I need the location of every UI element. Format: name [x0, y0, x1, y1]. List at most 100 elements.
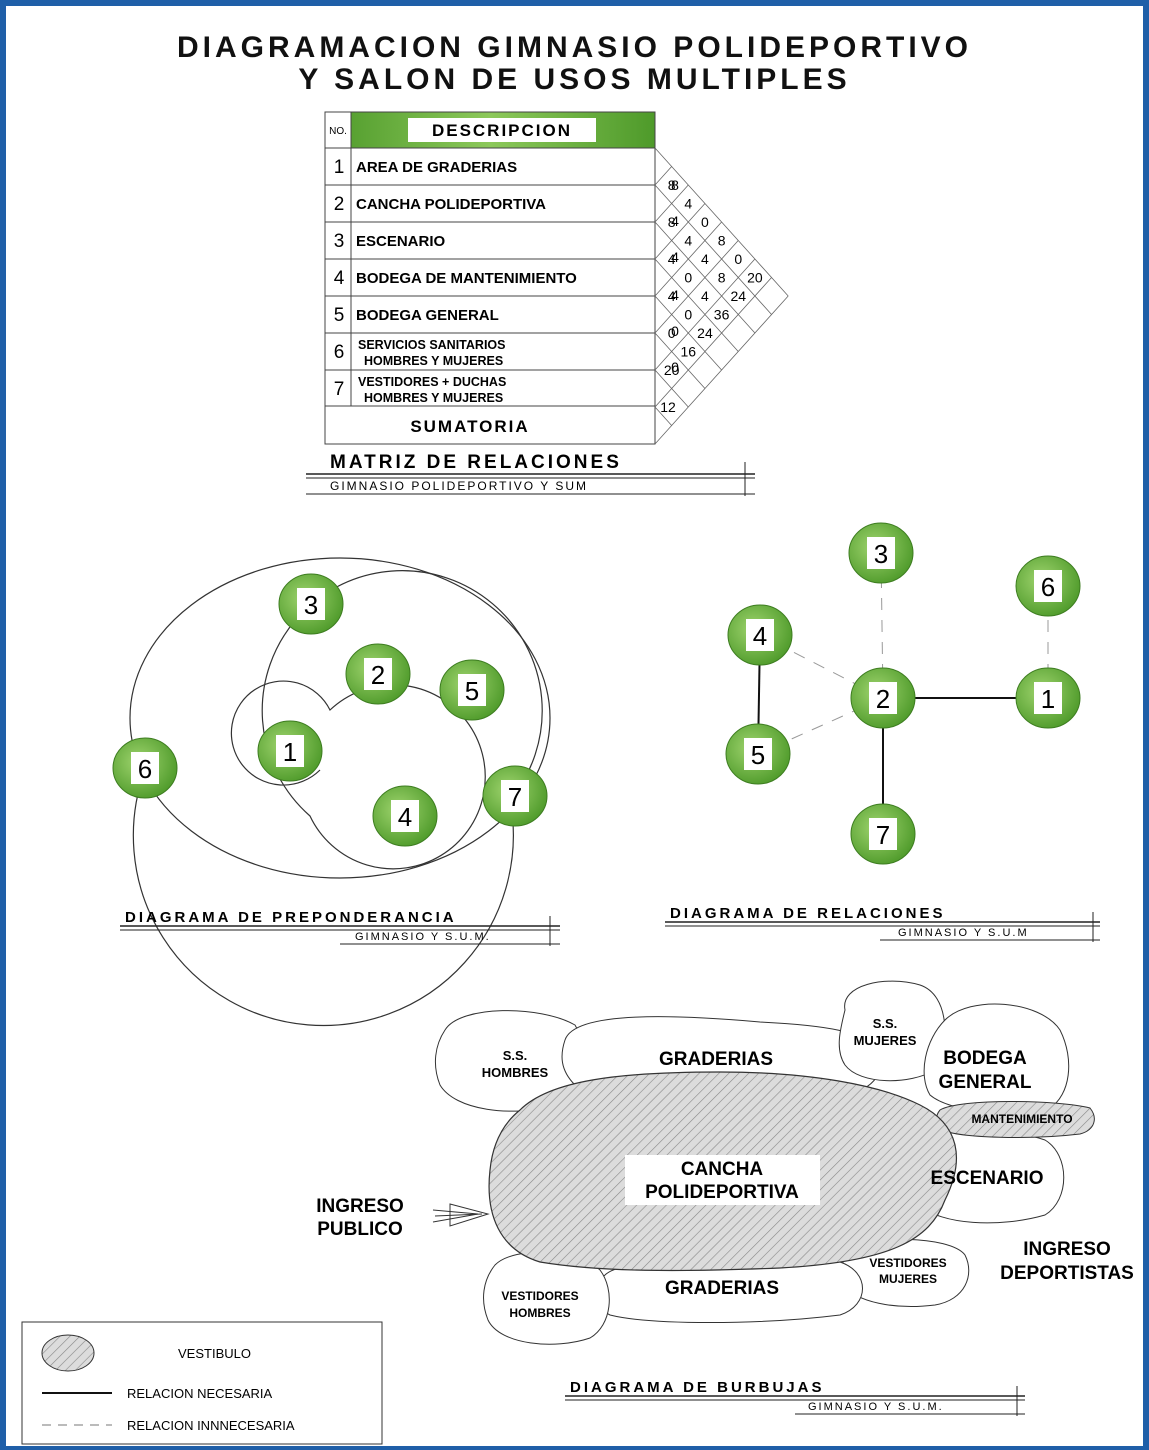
matrix-grid-line	[654, 258, 739, 352]
matrix-pair-value: 0	[701, 214, 709, 230]
node-label: 7	[508, 782, 522, 812]
prep-subcaption: GIMNASIO Y S.U.M.	[355, 931, 491, 943]
matrix-pair-value: 0	[668, 325, 676, 341]
matrix-grid-line	[654, 332, 706, 389]
legend-vestibulo-swatch	[41, 1334, 95, 1372]
node-label: 6	[138, 754, 152, 784]
node-label-bg	[458, 674, 486, 706]
label-cancha-2: POLIDEPORTIVA	[645, 1182, 799, 1203]
matrix-grid-line	[654, 184, 689, 223]
matrix-pair-value: 4	[668, 251, 676, 267]
node-label-bg	[867, 537, 895, 569]
matrix-pair-value: 4	[701, 288, 709, 304]
label-ingreso-deportistas-1: INGRESO	[1023, 1239, 1111, 1260]
matrix-grid-line	[654, 258, 756, 371]
label-mantenimiento: MANTENIMIENTO	[971, 1112, 1072, 1126]
node-label-bg	[1034, 682, 1062, 714]
node-label: 1	[283, 737, 297, 767]
matrix-pair-value: 0	[684, 307, 692, 323]
label-vestidores-hombres-1: VESTIDORES	[501, 1289, 578, 1303]
matrix-row-number: 2	[334, 194, 345, 215]
label-ss-mujeres-1: S.S.	[873, 1016, 898, 1031]
matrix-row-number: 6	[334, 342, 345, 363]
prep-spiral	[132, 570, 543, 1027]
prep-node-7: 7	[482, 765, 548, 827]
matrix-subcaption: GIMNASIO POLIDEPORTIVO Y SUM	[330, 479, 588, 493]
label-ingreso-deportistas-2: DEPORTISTAS	[1000, 1263, 1134, 1284]
matrix-caption: MATRIZ DE RELACIONES	[330, 452, 622, 473]
label-ingreso-publico-2: PUBLICO	[317, 1219, 403, 1240]
node-label: 1	[1041, 684, 1055, 714]
matrix-row	[324, 369, 656, 408]
node-label: 4	[398, 802, 412, 832]
rel-subcaption: GIMNASIO Y S.U.M	[898, 927, 1029, 939]
matrix-pair-value: 4	[684, 233, 692, 249]
node-label: 3	[304, 590, 318, 620]
node-label-bg	[391, 800, 419, 832]
matrix-row-desc: AREA DE GRADERIAS	[356, 159, 517, 176]
matrix-sum-value: 0	[671, 323, 679, 339]
prep-outer-ring	[129, 557, 551, 879]
matrix-row-desc: BODEGA GENERAL	[356, 307, 499, 324]
matrix-row	[324, 332, 656, 371]
matrix-row	[324, 295, 656, 334]
node-label-bg	[501, 780, 529, 812]
node-label-bg	[746, 619, 774, 651]
matrix-pair-value: 16	[681, 344, 697, 360]
label-graderias-top: GRADERIAS	[659, 1049, 773, 1070]
prep-node-1: 1	[257, 720, 323, 782]
prep-node-3: 3	[278, 573, 344, 635]
rel-node-2: 2	[850, 667, 916, 729]
matrix-col-no: NO.	[329, 126, 347, 137]
matrix-pair-value: 4	[701, 251, 709, 267]
label-ingreso-publico-1: INGRESO	[316, 1196, 404, 1217]
rel-node-4: 4	[727, 604, 793, 666]
matrix-grid-line	[654, 184, 772, 315]
node-label: 2	[876, 684, 890, 714]
node-label: 5	[465, 676, 479, 706]
matrix-pair-value: 20	[664, 362, 680, 378]
label-vestidores-hombres-2: HOMBRES	[509, 1306, 570, 1320]
matrix-desc-header-box	[408, 118, 596, 142]
label-cancha-1: CANCHA	[681, 1159, 764, 1180]
matrix-row-desc: HOMBRES Y MUJERES	[364, 391, 503, 405]
rel-node-7: 7	[850, 803, 916, 865]
matrix-pair-value: 4	[668, 288, 676, 304]
bubbles-subcaption: GIMNASIO Y S.U.M.	[808, 1401, 944, 1413]
matrix-grid-line	[654, 240, 739, 334]
legend-innecesaria-label: RELACION INNNECESARIA	[127, 1418, 295, 1433]
matrix-row	[324, 184, 656, 223]
matrix-sum-value: 4	[671, 287, 679, 303]
matrix-sum-value: 4	[671, 213, 679, 229]
node-label-bg	[297, 588, 325, 620]
matrix-pair-value: 4	[684, 196, 692, 212]
matrix-pair-value: 8	[718, 270, 726, 286]
matrix-row-desc: SERVICIOS SANITARIOS	[358, 338, 505, 352]
matrix-grid-line	[654, 221, 722, 297]
matrix-pair-value: 24	[697, 325, 713, 341]
matrix-row-number: 7	[334, 379, 345, 400]
matrix-row-desc: CANCHA POLIDEPORTIVA	[356, 196, 546, 213]
matrix-row	[324, 147, 656, 186]
label-graderias-bottom: GRADERIAS	[665, 1278, 779, 1299]
matrix-pair-value: 20	[747, 270, 763, 286]
label-vestidores-mujeres-1: VESTIDORES	[869, 1256, 946, 1270]
node-label-bg	[364, 658, 392, 690]
matrix-row-number: 3	[334, 231, 345, 252]
matrix-no-header-box	[324, 111, 352, 149]
matrix-sum-value: 12	[660, 399, 676, 415]
legend: VESTIBULO RELACION NECESARIA RELACION IN…	[21, 1321, 383, 1445]
node-label-bg	[131, 752, 159, 784]
label-vestidores-mujeres-2: MUJERES	[879, 1272, 937, 1286]
ingreso-publico-arrow-icon	[432, 1203, 490, 1227]
label-bodega-general-1: BODEGA	[943, 1048, 1027, 1069]
node-label: 6	[1041, 572, 1055, 602]
page-title: DIAGRAMACION GIMNASIO POLIDEPORTIVO Y SA…	[0, 32, 1149, 96]
node-label-bg	[869, 682, 897, 714]
bubbles-caption: DIAGRAMA DE BURBUJAS	[570, 1379, 824, 1396]
